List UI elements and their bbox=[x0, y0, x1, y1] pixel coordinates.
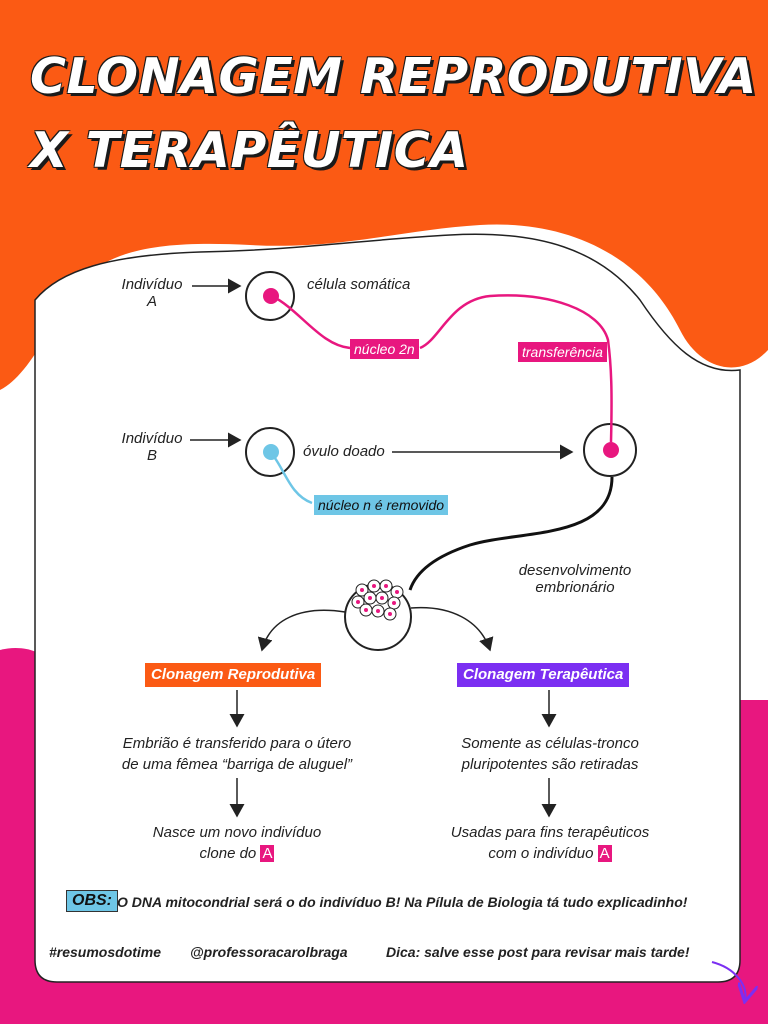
donated-egg-label: óvulo doado bbox=[303, 443, 385, 460]
reproductive-step-1: Embrião é transferido para o útero de um… bbox=[92, 733, 382, 775]
obs-tag: OBS: bbox=[66, 890, 118, 912]
footer-handle: @professoracarolbraga bbox=[190, 944, 348, 960]
repro-step2-text: clone do bbox=[199, 845, 257, 862]
egg-nucleus bbox=[263, 444, 279, 460]
repro-step2-line2: clone do A bbox=[112, 843, 362, 864]
title-line-1: CLONAGEM REPRODUTIVA bbox=[30, 48, 757, 105]
obs-text: O DNA mitocondrial será o do indivíduo B… bbox=[117, 894, 688, 910]
embryo-development-label: desenvolvimento embrionário bbox=[500, 562, 650, 596]
therapeutic-step-1: Somente as células-tronco pluripotentes … bbox=[420, 733, 680, 775]
somatic-cell-label: célula somática bbox=[307, 276, 411, 293]
thera-step1-line1: Somente as células-tronco bbox=[461, 735, 639, 752]
individual-b-label: Indivíduo B bbox=[112, 430, 192, 464]
embryo-dev-line1: desenvolvimento bbox=[518, 562, 632, 579]
individual-b-line2: B bbox=[146, 447, 157, 464]
somatic-nucleus bbox=[263, 288, 279, 304]
individual-a-label: Indivíduo A bbox=[112, 276, 192, 310]
arrow-to-reproductive bbox=[257, 609, 346, 652]
repro-step1-line2: de uma fêmea “barriga de aluguel” bbox=[121, 756, 353, 773]
nucleus-2n-tag: núcleo 2n bbox=[350, 339, 419, 359]
reproductive-step-2: Nasce um novo indivíduo clone do A bbox=[112, 822, 362, 864]
individual-a-line2: A bbox=[146, 293, 157, 310]
thera-letter-badge: A bbox=[597, 845, 612, 862]
individual-a-line1: Indivíduo bbox=[121, 276, 183, 293]
repro-letter-badge: A bbox=[260, 845, 275, 862]
development-curve bbox=[408, 476, 614, 591]
nucleus-removed-tag: núcleo n é removido bbox=[314, 495, 449, 515]
therapeutic-heading: Clonagem Terapêutica bbox=[457, 663, 630, 687]
transfer-tag: transferência bbox=[518, 342, 607, 362]
corner-arrow-icon bbox=[711, 961, 745, 1000]
thera-step2-text: com o indivíduo bbox=[488, 845, 594, 862]
individual-b-line1: Indivíduo bbox=[121, 430, 183, 447]
reconstructed-nucleus bbox=[603, 442, 619, 458]
embryo-dots bbox=[356, 584, 399, 616]
blue-removal-path bbox=[271, 453, 313, 505]
footer-hashtag: #resumosdotime bbox=[49, 944, 162, 960]
therapeutic-step-2: Usadas para fins terapêuticos com o indi… bbox=[420, 822, 680, 864]
title-line-2: X TERAPÊUTICA bbox=[30, 122, 469, 179]
thera-step2-line2: com o indivíduo A bbox=[420, 843, 680, 864]
embryo-dev-line2: embrionário bbox=[535, 579, 615, 596]
repro-step1-line1: Embrião é transferido para o útero bbox=[122, 735, 352, 752]
thera-step2-line1: Usadas para fins terapêuticos bbox=[450, 824, 650, 841]
repro-step2-line1: Nasce um novo indivíduo bbox=[152, 824, 322, 841]
arrow-to-therapeutic bbox=[410, 606, 494, 652]
orange-top bbox=[0, 0, 768, 390]
thera-step1-line2: pluripotentes são retiradas bbox=[461, 756, 639, 773]
reproductive-heading: Clonagem Reprodutiva bbox=[145, 663, 322, 687]
pink-nucleus-path bbox=[271, 294, 613, 443]
footer-tip: Dica: salve esse post para revisar mais … bbox=[386, 944, 690, 960]
